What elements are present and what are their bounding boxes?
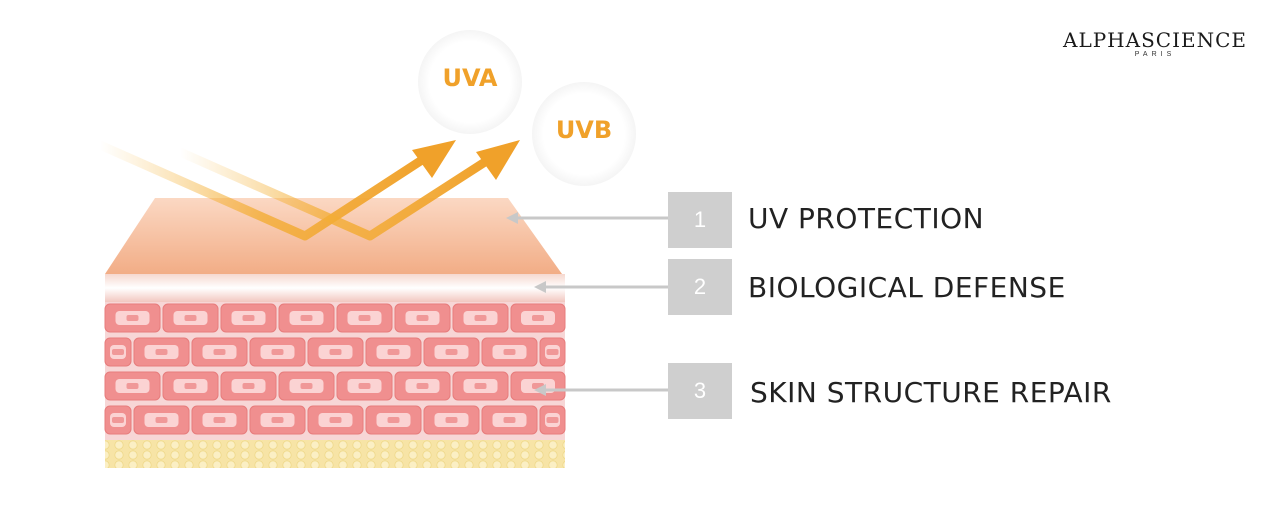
skin-cell-core — [503, 349, 516, 355]
uvb-arrowhead — [476, 140, 520, 180]
uvb-bubble: UVB — [532, 82, 636, 186]
uva-label: UVA — [442, 64, 498, 92]
step-number-1: 1 — [668, 192, 732, 248]
skin-cell-core — [300, 383, 313, 389]
subcutaneous-layer — [105, 440, 565, 468]
skin-cell-core — [329, 417, 342, 423]
skin-cell-core — [445, 417, 458, 423]
pointer-arrow-1 — [506, 212, 518, 224]
skin-cell-core — [445, 349, 458, 355]
skin-cell-core — [387, 349, 400, 355]
brand-logo: ALPHASCIENCE PARIS — [1040, 28, 1270, 58]
uva-arrowhead — [412, 140, 456, 178]
skin-cell-core — [155, 349, 168, 355]
pointer-arrow-3 — [534, 384, 546, 396]
brand-subtitle: PARIS — [1134, 51, 1176, 58]
skin-cell-core — [474, 383, 487, 389]
epidermis-layer — [105, 198, 562, 274]
skin-cell-core — [300, 315, 313, 321]
step-label-uv-protection: UV PROTECTION — [748, 202, 985, 235]
skin-cell-core — [416, 315, 429, 321]
skin-cell-core — [155, 417, 168, 423]
skin-cell-core — [546, 417, 559, 423]
skin-cell-core — [213, 417, 226, 423]
skin-cell-core — [126, 315, 139, 321]
skin-cell-core — [358, 383, 371, 389]
brand-name: ALPHASCIENCE — [1063, 28, 1247, 52]
skin-cell-core — [213, 349, 226, 355]
uvb-label: UVB — [555, 116, 613, 144]
skin-cell-core — [329, 349, 342, 355]
skin-cell-core — [358, 315, 371, 321]
skin-cell-core — [416, 383, 429, 389]
skin-cell-core — [112, 349, 124, 355]
skin-cell-core — [503, 417, 516, 423]
uva-bubble: UVA — [418, 30, 522, 134]
skin-cell-core — [112, 417, 124, 423]
skin-cell-core — [532, 315, 544, 321]
cell-grid — [104, 303, 566, 435]
uva-ray — [95, 140, 430, 241]
skin-cell-core — [271, 349, 284, 355]
step-label-biological-defense: BIOLOGICAL DEFENSE — [748, 271, 1066, 304]
pointer-arrow-2 — [534, 281, 546, 293]
skin-cell-core — [387, 417, 400, 423]
skin-cell-core — [242, 315, 255, 321]
step-number-3: 3 — [668, 363, 732, 419]
uvb-ray — [175, 147, 493, 241]
skin-cell-core — [271, 417, 284, 423]
skin-cell-core — [184, 315, 197, 321]
skin-cell-core — [546, 349, 559, 355]
skin-cell-core — [126, 383, 139, 389]
skin-cell-core — [474, 315, 487, 321]
skin-cell-core — [184, 383, 197, 389]
step-label-skin-structure-repair: SKIN STRUCTURE REPAIR — [750, 376, 1112, 409]
skin-cell-core — [242, 383, 255, 389]
barrier-band — [105, 274, 565, 302]
step-number-2: 2 — [668, 259, 732, 315]
